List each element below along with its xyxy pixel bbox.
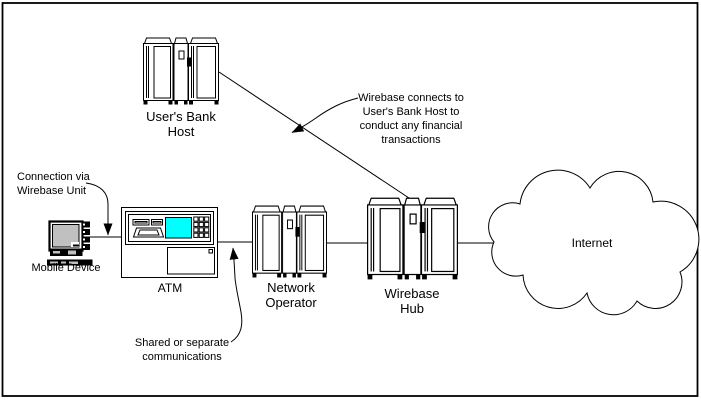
connection-via-annotation: Connection via Wirebase Unit xyxy=(17,171,90,197)
device-side-buttons xyxy=(83,221,90,250)
users-bank-host-label: User's Bank Host xyxy=(146,109,216,139)
atm-label: ATM xyxy=(157,281,183,295)
internet-label: Internet xyxy=(571,236,613,250)
connector-host-hub xyxy=(218,71,416,203)
atm-dispenser xyxy=(167,247,215,275)
callout-arrow-wirebase-connects xyxy=(291,97,359,133)
network-operator-label: Network Operator xyxy=(265,280,317,310)
mobile-device-label: Mobile Device xyxy=(31,262,101,274)
atm-keypad xyxy=(193,216,210,238)
wirebase-hub-mainframe-icon xyxy=(367,197,458,280)
shared-separate-annotation: Shared or separate communications xyxy=(134,337,230,363)
wirebase-hub-label: Wirebase Hub xyxy=(384,286,440,316)
callout-leaders xyxy=(85,97,359,343)
connectors xyxy=(90,71,494,244)
atm-screen xyxy=(165,217,192,239)
wirebase-connects-annotation: Wirebase connects to User's Bank Host to… xyxy=(358,92,464,146)
device-screen xyxy=(52,224,80,248)
handheld-device-icon xyxy=(47,220,93,266)
users-bank-host-mainframe-icon xyxy=(143,37,219,105)
atm-machine-icon xyxy=(121,207,218,278)
callout-arrow-connection-via xyxy=(85,182,113,236)
callout-arrow-shared-separate xyxy=(229,247,243,343)
internet-cloud-icon xyxy=(488,169,700,316)
network-operator-mainframe-icon xyxy=(252,205,327,278)
